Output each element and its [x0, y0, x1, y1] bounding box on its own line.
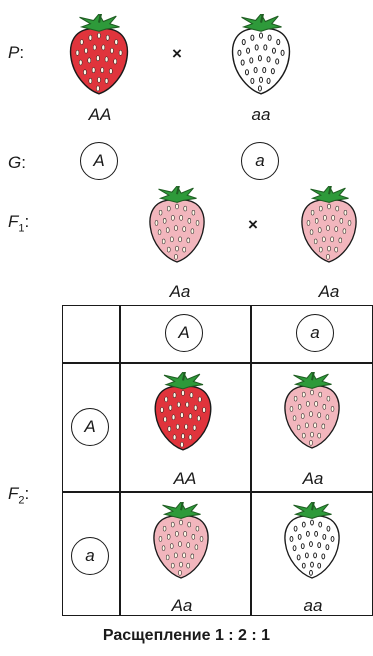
- punnett-divider-v2: [250, 305, 252, 616]
- f1-left-genotype: Aa: [150, 283, 210, 300]
- punnett-col-header-A: A: [165, 314, 203, 352]
- cell-genotype-AA: AA: [155, 470, 215, 487]
- cell-genotype-Aa-top: Aa: [283, 470, 343, 487]
- white-strawberry-parent-icon: [228, 14, 294, 96]
- cell-genotype-aa: aa: [283, 597, 343, 614]
- pink-strawberry-cell-Aa-bottom-icon: [150, 502, 212, 580]
- pink-strawberry-f1-right-icon: [298, 186, 360, 264]
- punnett-col-header-a: a: [296, 314, 334, 352]
- gamete-right-circle: a: [241, 142, 279, 180]
- pink-strawberry-cell-Aa-top-icon: [281, 372, 343, 450]
- row-label-p: P:: [8, 44, 24, 61]
- red-strawberry-cell-AA-icon: [151, 372, 215, 452]
- pink-strawberry-f1-left-icon: [146, 186, 208, 264]
- parent-left-genotype: AA: [70, 106, 130, 123]
- red-strawberry-parent-icon: [66, 14, 132, 96]
- punnett-divider-h2: [62, 491, 373, 493]
- white-strawberry-cell-aa-icon: [281, 502, 343, 580]
- parent-right-genotype: aa: [231, 106, 291, 123]
- row-label-f2: F2:: [8, 485, 29, 506]
- punnett-divider-v1: [119, 305, 121, 616]
- cross-symbol-parents: ×: [172, 45, 182, 62]
- segregation-ratio: Расщепление 1 : 2 : 1: [0, 627, 373, 645]
- row-label-f1: F1:: [8, 213, 29, 234]
- row-label-g: G:: [8, 154, 26, 171]
- f1-right-genotype: Aa: [299, 283, 359, 300]
- cell-genotype-Aa-bottom: Aa: [152, 597, 212, 614]
- gamete-left-circle: A: [80, 142, 118, 180]
- punnett-row-header-A: A: [71, 408, 109, 446]
- cross-symbol-f1: ×: [248, 216, 258, 233]
- punnett-row-header-a: a: [71, 537, 109, 575]
- punnett-divider-h1: [62, 362, 373, 364]
